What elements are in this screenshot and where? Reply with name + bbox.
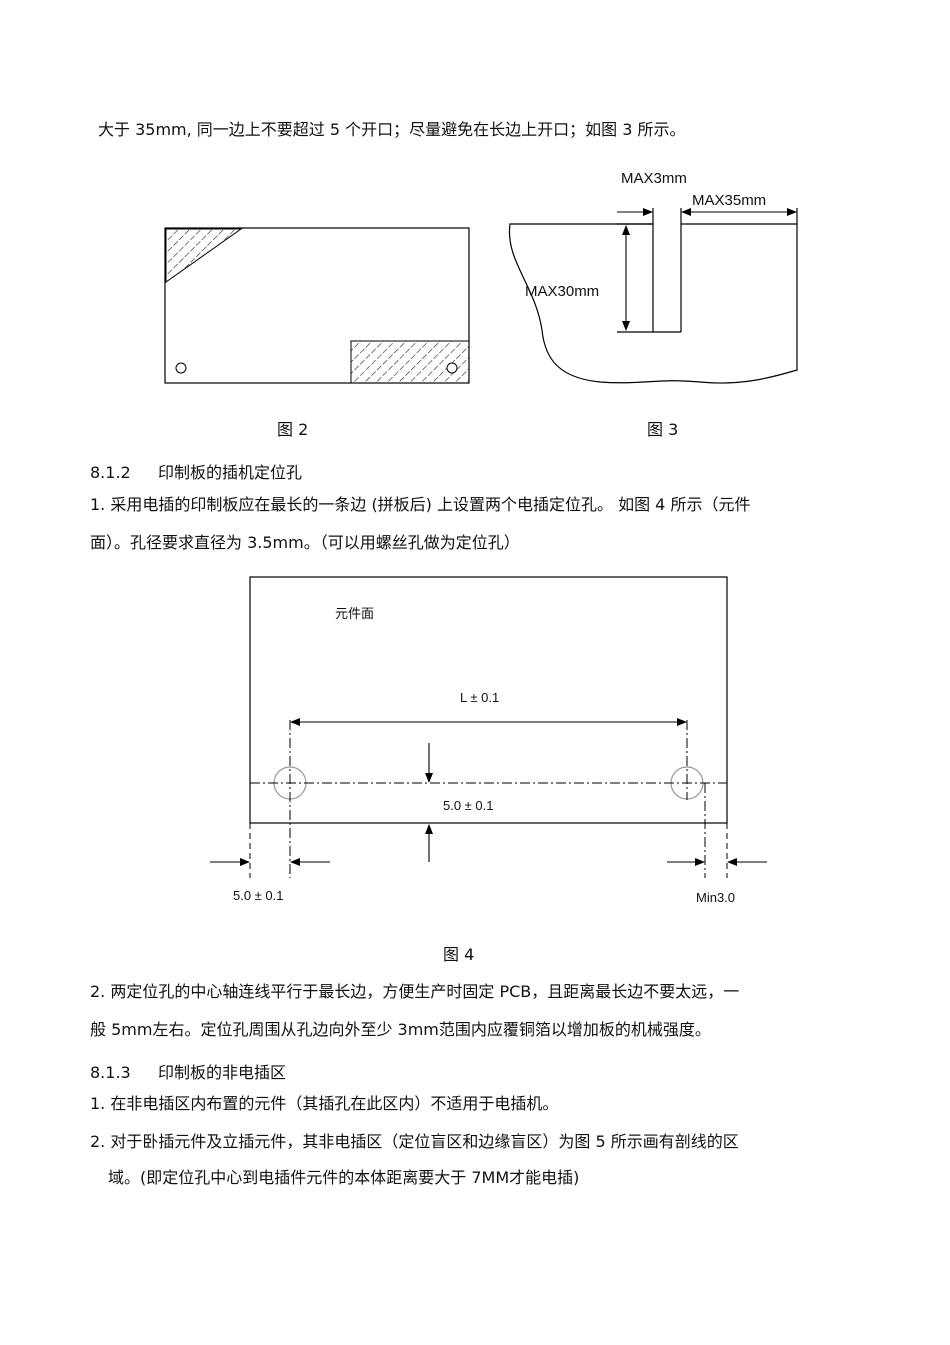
fig4-dim-min: Min3.0 <box>696 890 736 905</box>
figure-3-dimension-arrows <box>617 208 797 331</box>
figure-2-caption: 图 2 <box>277 420 309 439</box>
section-8-1-2-para1-line2: 面）。孔径要求直径为 3.5mm。（可以用螺丝孔做为定位孔） <box>90 533 520 552</box>
figure-3-board-edge <box>508 208 798 384</box>
section-8-1-2-para1-line1: 1. 采用电插的印制板应在最长的一条边 (拼板后) 上设置两个电插定位孔。 如图… <box>90 495 751 514</box>
fig3-label-max30mm: MAX30mm <box>525 283 600 300</box>
section-8-1-3-number: 8.1.3 <box>90 1063 131 1082</box>
fig4-dim-L: L ± 0.1 <box>460 690 500 705</box>
section-8-1-3-title: 印制板的非电插区 <box>158 1063 287 1082</box>
section-8-1-2-number: 8.1.2 <box>90 463 131 482</box>
section-8-1-3-para1: 1. 在非电插区内布置的元件（其插孔在此区内）不适用于电插机。 <box>90 1094 559 1113</box>
figure-4-dimension-arrows <box>210 718 767 866</box>
fig4-dim-left: 5.0 ± 0.1 <box>233 888 284 903</box>
para2-line2: 般 5mm左右。定位孔周围从孔边向外至少 3mm范围内应覆铜箔以增加板的机械强度… <box>90 1020 711 1039</box>
section-8-1-3-para2-line2: 域。(即定位孔中心到电插件元件的本体距离要大于 7MM才能电插) <box>108 1168 580 1187</box>
figure-4-caption: 图 4 <box>443 945 475 964</box>
section-8-1-3-para2-line1: 2. 对于卧插元件及立插元件，其非电插区（定位盲区和边缘盲区）为图 5 所示画有… <box>90 1132 739 1151</box>
figure-4-board <box>249 576 728 878</box>
intro-line: 大于 35mm, 同一边上不要超过 5 个开口；尽量避免在长边上开口；如图 3 … <box>98 120 686 139</box>
fig4-component-side-label: 元件面 <box>335 607 375 622</box>
fig4-dim-vertical: 5.0 ± 0.1 <box>443 798 494 813</box>
figure-4-center-lines <box>250 720 727 878</box>
figure-2-board <box>164 227 470 384</box>
para2-line1: 2. 两定位孔的中心轴连线平行于最长边，方便生产时固定 PCB，且距离最长边不要… <box>90 982 740 1001</box>
figure-3-caption: 图 3 <box>647 420 679 439</box>
section-8-1-2-title: 印制板的插机定位孔 <box>158 463 303 482</box>
fig3-label-max35mm: MAX35mm <box>692 192 767 209</box>
fig3-label-max3mm: MAX3mm <box>621 170 687 187</box>
